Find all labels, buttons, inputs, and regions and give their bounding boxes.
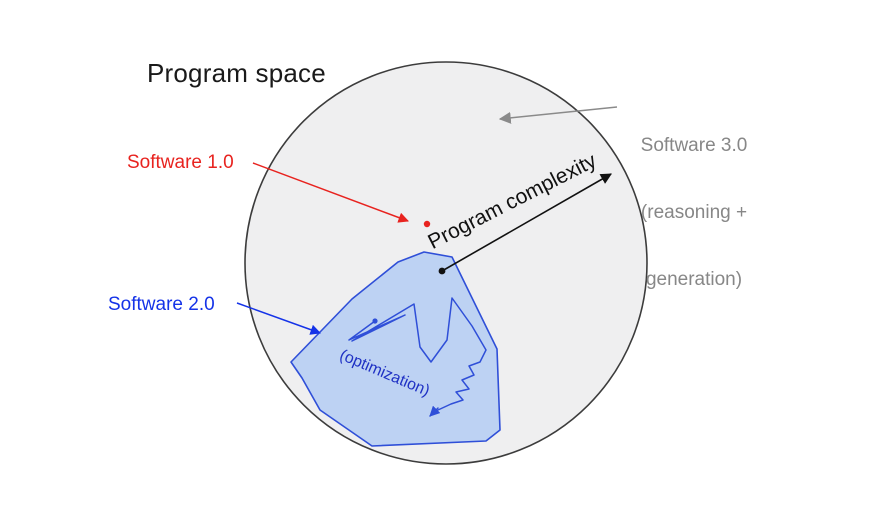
optimization-trajectory <box>348 297 487 417</box>
software-3-label: Software 3.0 (reasoning + generation) <box>625 90 763 336</box>
software-3-arrow <box>498 106 618 124</box>
program-complexity-arrow <box>441 173 612 272</box>
page-title: Program space <box>147 58 326 88</box>
software-1-point <box>423 220 431 228</box>
optimization-start-dot <box>372 318 378 324</box>
software-1-arrow <box>252 162 409 223</box>
software-2-arrow <box>236 302 321 335</box>
software-3-label-line3: generation) <box>645 269 743 291</box>
software-2-region <box>290 251 501 447</box>
software-1-label: Software 1.0 <box>127 152 234 173</box>
software-3-label-line1: Software 3.0 <box>640 134 748 156</box>
software-2-label: Software 2.0 <box>108 294 215 315</box>
program-complexity-origin-dot <box>438 267 446 275</box>
software-3-label-line2: (reasoning + <box>640 202 748 224</box>
